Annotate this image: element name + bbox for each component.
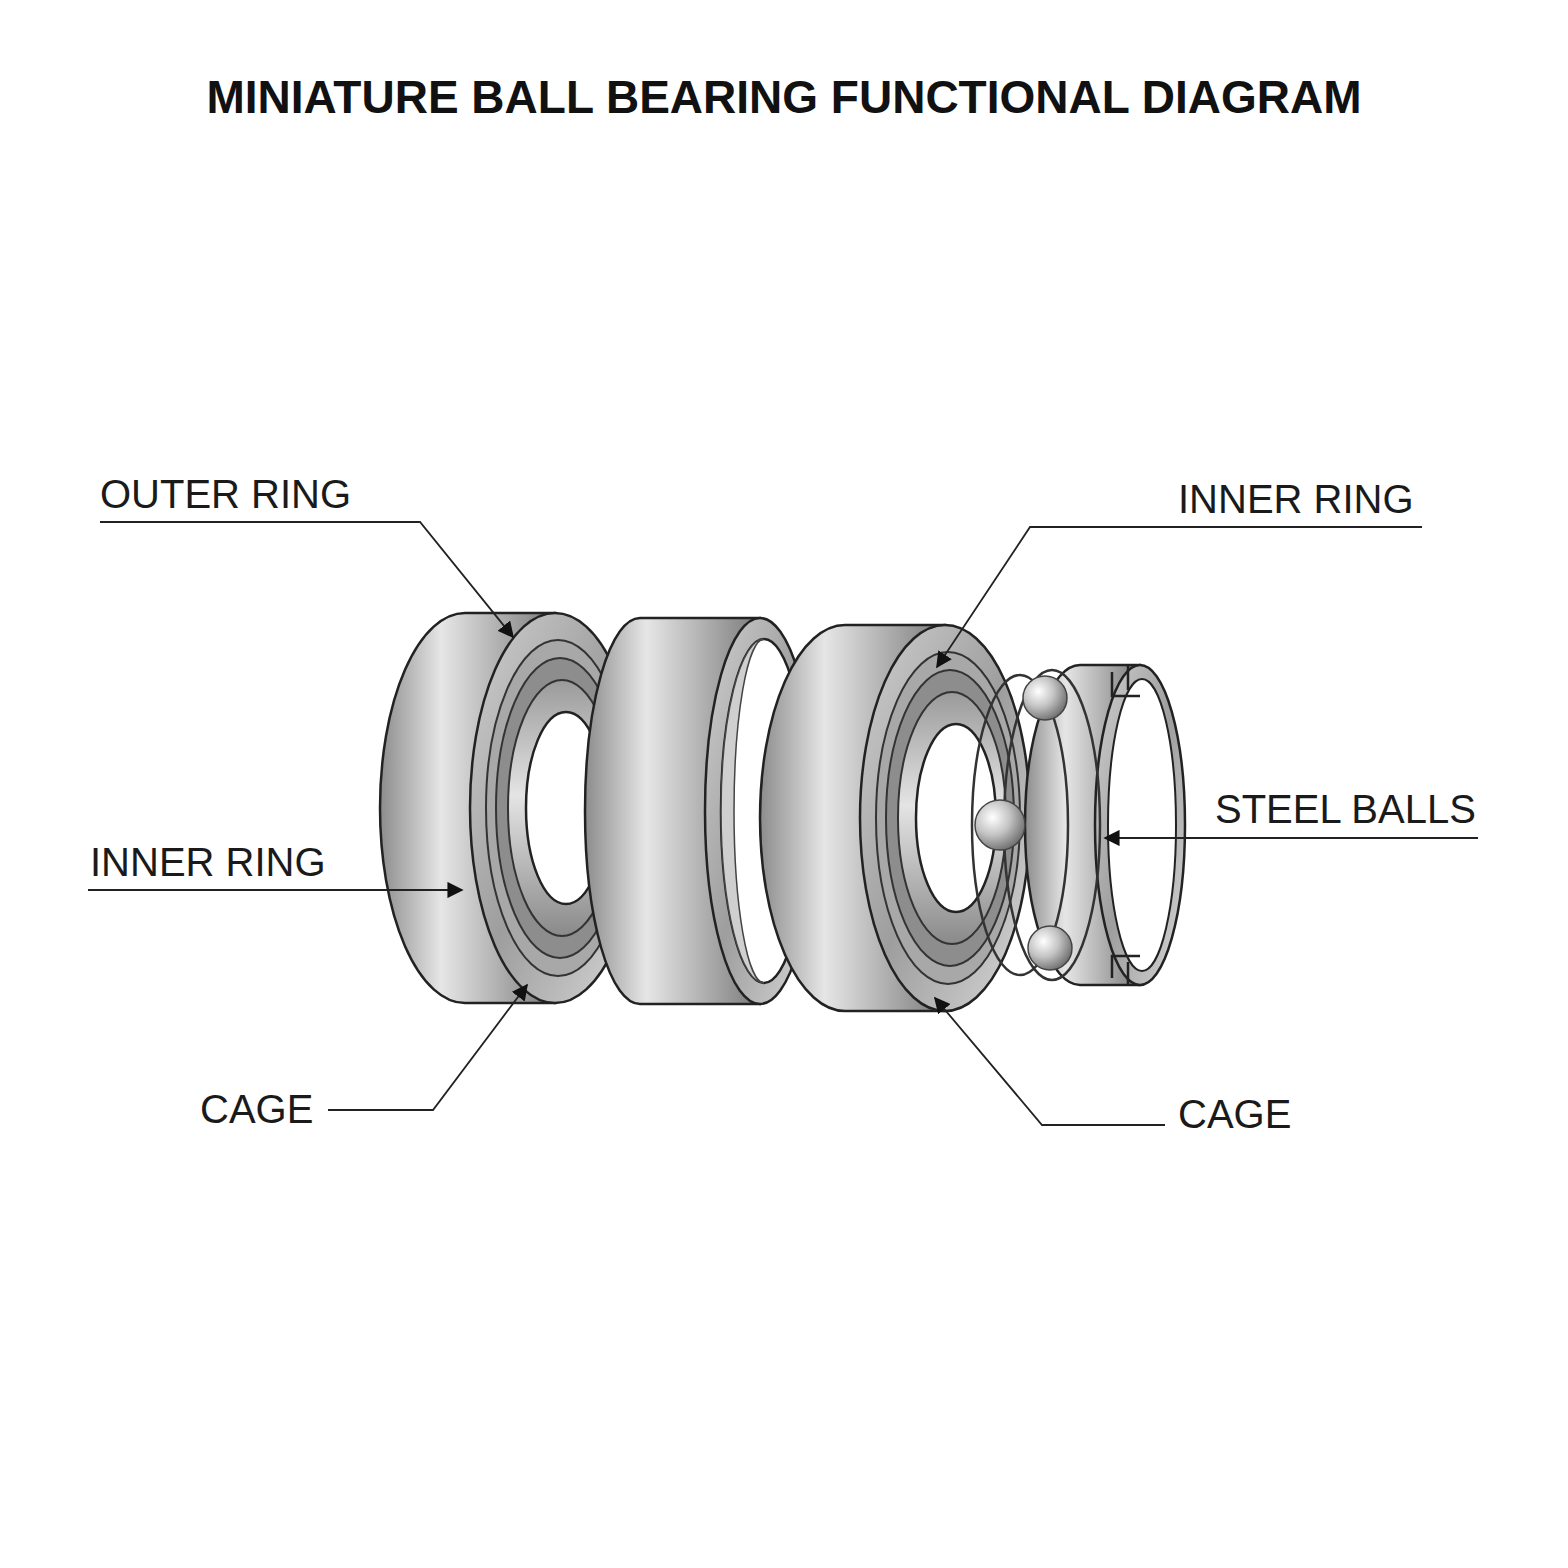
- leader-line: [937, 527, 1422, 667]
- leader-line: [935, 998, 1165, 1125]
- part-label: STEEL BALLS: [1215, 789, 1476, 829]
- diagram-title: MINIATURE BALL BEARING FUNCTIONAL DIAGRA…: [0, 74, 1568, 120]
- part-label: CAGE: [1178, 1094, 1291, 1134]
- part-label: CAGE: [200, 1089, 313, 1129]
- leader-line: [100, 522, 513, 637]
- part-label: OUTER RING: [100, 474, 351, 514]
- leader-line: [328, 985, 527, 1110]
- cage-with-balls: [972, 665, 1185, 985]
- leader-line: [88, 889, 462, 891]
- part-label: INNER RING: [90, 842, 326, 882]
- leader-line: [1105, 837, 1478, 839]
- part-label: INNER RING: [1178, 479, 1414, 519]
- leader-lines: [88, 522, 1478, 1125]
- right-bearing: [760, 625, 1030, 1011]
